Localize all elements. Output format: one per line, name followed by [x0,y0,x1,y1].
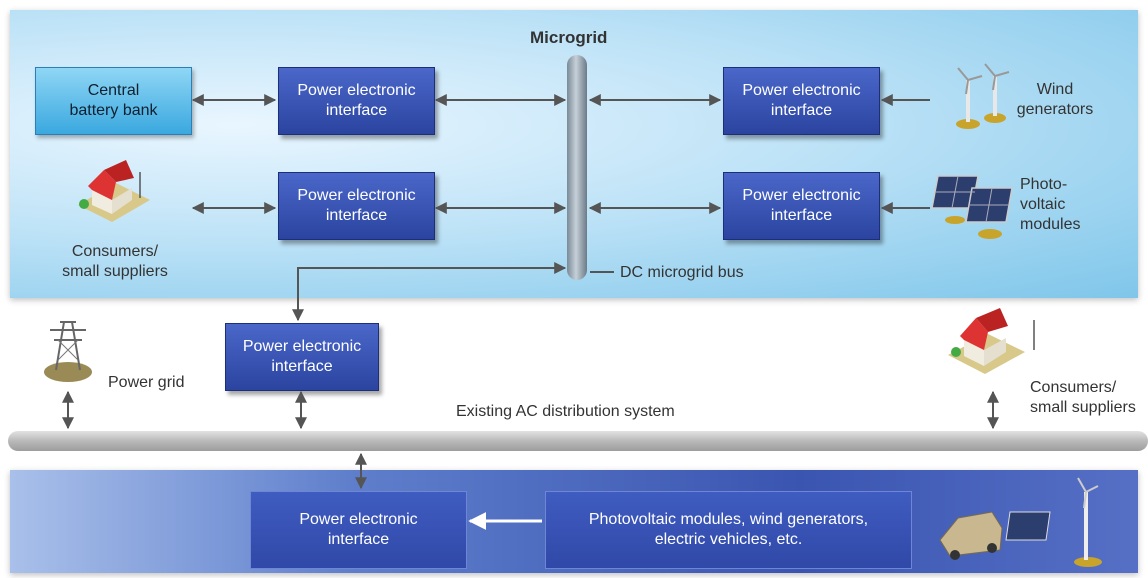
pei-label-1: Power electronic [297,82,416,99]
ac-system-label: Existing AC distribution system [456,403,675,420]
arrow-bus-grid-pei [292,262,567,322]
pei-pv: Power electronic interface [723,172,880,240]
house-top-icon [78,160,150,222]
pei-label-2: interface [770,207,833,224]
pei-label-2: interface [770,102,833,119]
dc-microgrid-bus [567,55,587,280]
pei-wind: Power electronic interface [723,67,880,135]
pei-label-2: interface [325,102,388,119]
wind-generators-icon [956,63,1010,129]
ac-distribution-bar [8,431,1148,451]
consumers-top-label: Consumers/small suppliers [62,243,168,280]
bottom-sources-label-2: electric vehicles, etc. [654,531,803,548]
ev-pv-wind-icon [939,477,1102,567]
pei-label-1: Power electronic [742,82,861,99]
central-battery-bank: Central battery bank [35,67,192,135]
pv-modules-icon [931,175,1013,239]
battery-label-1: Central [87,82,140,99]
house-right-icon [948,308,1035,374]
pei-label-1: Power electronic [242,338,362,355]
pei-label-2: interface [271,358,333,375]
power-grid-label: Power grid [108,374,185,391]
consumers-right-label: Consumers/small suppliers [1030,379,1136,416]
pei-grid-link: Power electronic interface [225,323,379,391]
bottom-sources-box: Photovoltaic modules, wind generators, el… [545,491,912,569]
pei-label-2: interface [327,531,390,548]
bottom-sources-label-1: Photovoltaic modules, wind generators, [588,511,869,528]
pei-label-1: Power electronic [742,187,861,204]
pei-bottom: Power electronic interface [250,491,467,569]
pei-battery: Power electronic interface [278,67,435,135]
dc-bus-label: DC microgrid bus [620,264,744,281]
microgrid-title: Microgrid [530,28,608,47]
power-grid-icon [44,321,92,382]
pei-label-2: interface [325,207,388,224]
pei-label-1: Power electronic [299,511,418,528]
battery-label-2: battery bank [69,102,158,119]
pei-consumers: Power electronic interface [278,172,435,240]
pei-label-1: Power electronic [297,187,416,204]
